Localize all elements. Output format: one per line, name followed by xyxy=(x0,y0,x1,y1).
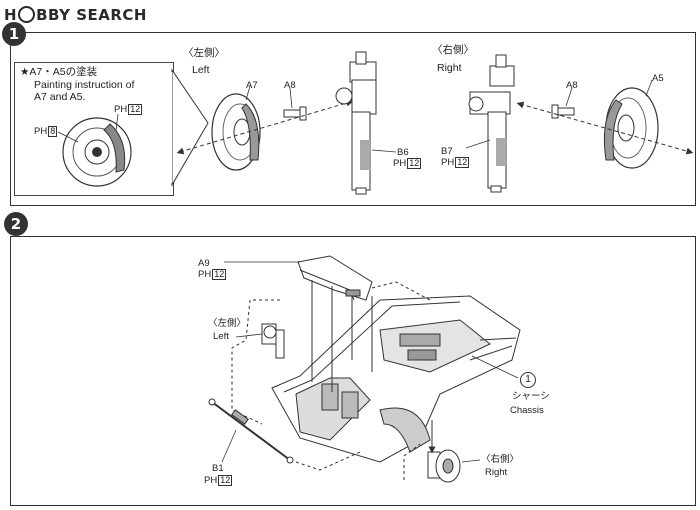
step-1-number: 1 xyxy=(2,22,26,46)
chassis-circle-number: 1 xyxy=(520,372,536,388)
inset-title-jp: ★A7・A5の塗装 xyxy=(20,66,98,78)
part-label-a7: A7 xyxy=(246,80,258,91)
part-label-a8-left: A8 xyxy=(284,80,296,91)
crossmember-a9-icon xyxy=(297,255,373,301)
knuckle-b7-icon xyxy=(468,54,515,193)
part-label-a5: A5 xyxy=(652,73,664,84)
step2-left-jp: 〈左側〉 xyxy=(208,318,247,329)
part-label-b6: B6 xyxy=(397,147,409,158)
inset-brake-disc-icon xyxy=(57,113,132,187)
step1-right-jp: 〈右側〉 xyxy=(432,44,474,56)
step2-left-en: Left xyxy=(213,331,229,342)
inset-title-en-1: Painting instruction of xyxy=(34,79,135,91)
logo-ring-icon xyxy=(18,6,36,23)
step1-left-jp: 〈左側〉 xyxy=(183,47,225,59)
step-2-number: 2 xyxy=(4,212,28,236)
inset-title-en-2: A7 and A5. xyxy=(34,91,86,103)
disc-a7-icon xyxy=(211,93,261,171)
chassis-icon xyxy=(271,295,521,463)
chassis-label-jp: シャーシ xyxy=(512,391,550,402)
disc-a5-icon xyxy=(603,87,659,169)
part-label-a8-right: A8 xyxy=(566,80,578,91)
step1-right-en: Right xyxy=(437,62,462,74)
knuckle-b6-icon xyxy=(335,51,377,195)
part-label-b7: B7 xyxy=(441,146,453,157)
part-label-a9: A9 xyxy=(198,258,210,269)
chassis-label-en: Chassis xyxy=(510,405,544,416)
step2-right-disc-icon xyxy=(427,449,461,483)
part-label-b1: B1 xyxy=(212,463,224,474)
step1-left-en: Left xyxy=(192,64,210,76)
step2-right-jp: 〈右側〉 xyxy=(481,454,520,465)
inset-callout-pointer xyxy=(171,68,209,187)
step2-left-knuckle-icon xyxy=(261,323,285,359)
step2-right-en: Right xyxy=(485,467,508,478)
tie-rod-b1-icon xyxy=(208,398,294,464)
